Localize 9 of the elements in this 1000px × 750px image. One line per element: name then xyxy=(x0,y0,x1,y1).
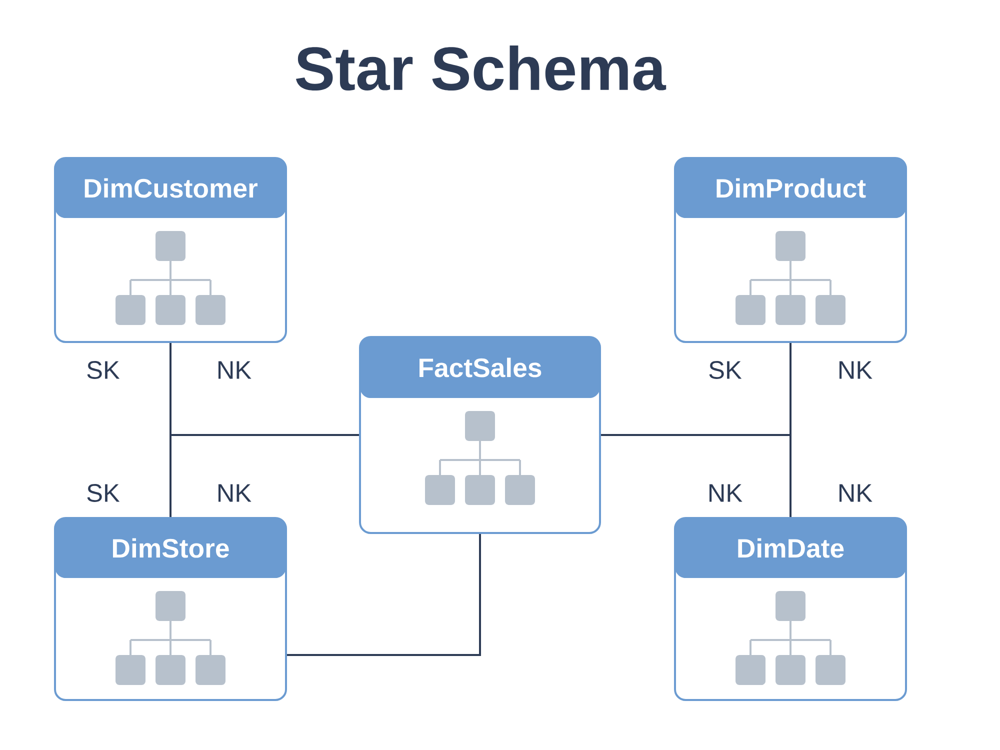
table-box: DimProduct xyxy=(674,157,907,343)
table-box: DimDate xyxy=(674,517,907,701)
connector-line xyxy=(170,434,359,517)
title: Star Schema xyxy=(296,45,666,91)
connector-line xyxy=(601,434,792,517)
connector-line xyxy=(287,534,481,656)
table-box: FactSales xyxy=(359,336,601,534)
table-box: DimCustomer xyxy=(54,157,287,343)
table-box: DimStore xyxy=(54,517,287,701)
